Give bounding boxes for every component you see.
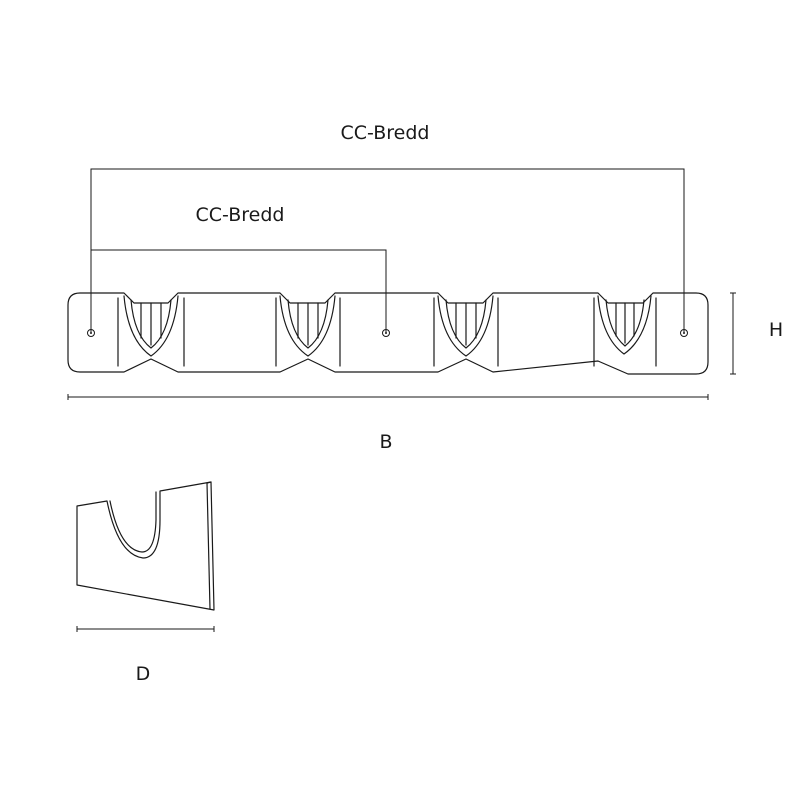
width-label: B	[379, 431, 392, 453]
screw-hole-right	[680, 329, 688, 337]
slot-2	[275, 295, 341, 367]
height-label: H	[769, 319, 783, 341]
cc-inner-label: CC-Bredd	[196, 204, 285, 226]
screw-hole-center	[382, 329, 390, 337]
side-profile-outline	[76, 481, 215, 611]
height-dimension: H	[730, 292, 783, 375]
slot-3	[433, 295, 499, 367]
cc-outer-label: CC-Bredd	[341, 122, 430, 144]
slot-1	[117, 295, 185, 367]
cc-inner-dimension: CC-Bredd	[91, 204, 387, 333]
cc-outer-dimension: CC-Bredd	[90, 122, 685, 333]
rack-side-view	[76, 481, 215, 611]
width-dimension: B	[67, 394, 709, 453]
depth-label: D	[136, 663, 151, 685]
depth-dimension: D	[76, 626, 215, 685]
slot-4	[593, 295, 657, 367]
rack-front-view	[67, 292, 709, 375]
rack-outline	[67, 292, 709, 375]
screw-hole-left	[87, 329, 95, 337]
side-profile-inner-edge	[109, 491, 157, 553]
